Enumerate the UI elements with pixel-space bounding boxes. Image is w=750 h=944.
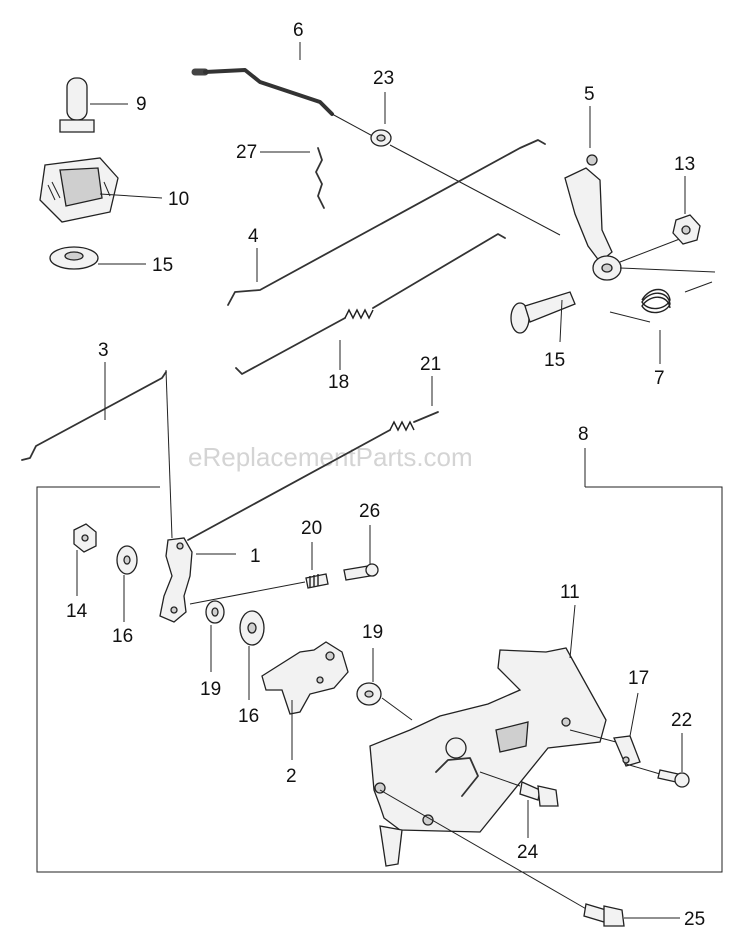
label-part-8: 8 [578, 424, 589, 445]
part-27-clip[interactable] [315, 147, 325, 209]
label-part-16-middle: 16 [238, 706, 259, 727]
label-part-11: 11 [560, 582, 580, 603]
part-18-spring-rod[interactable] [235, 233, 506, 375]
part-9-knob[interactable] [59, 77, 95, 133]
label-part-21: 21 [420, 354, 441, 375]
watermark-text: eReplacementParts.com [188, 442, 473, 472]
part-15-bolt[interactable] [510, 291, 576, 334]
label-part-1: 1 [250, 546, 261, 567]
guide-line-1-to-20 [189, 581, 306, 605]
label-part-22: 22 [671, 710, 692, 731]
part-23-washer[interactable] [370, 129, 392, 147]
label-part-7: 7 [654, 368, 665, 389]
part-15-washer[interactable] [49, 246, 99, 270]
part-14-nut[interactable] [73, 523, 97, 553]
part-19-washer-right[interactable] [356, 682, 382, 706]
guide-line-19-to-plate [381, 697, 413, 721]
label-part-2: 2 [286, 766, 297, 787]
label-part-19-right: 19 [362, 622, 383, 643]
label-part-5: 5 [584, 84, 595, 105]
part-7-spring[interactable] [609, 281, 713, 323]
label-part-6: 6 [293, 20, 304, 41]
label-part-18: 18 [328, 372, 349, 393]
label-part-27: 27 [236, 142, 257, 163]
part-5-bracket[interactable] [564, 154, 691, 281]
guide-line-3-to-1 [165, 369, 173, 539]
label-part-9: 9 [136, 94, 147, 115]
part-3-rod[interactable] [21, 371, 167, 461]
label-part-15-bolt: 15 [544, 350, 565, 371]
label-part-20: 20 [301, 518, 322, 539]
part-labels: 6 9 23 5 27 13 10 4 15 3 15 21 7 18 8 26… [66, 20, 705, 930]
label-part-4: 4 [248, 226, 259, 247]
label-part-17: 17 [628, 668, 649, 689]
part-10-control-base[interactable] [39, 157, 119, 223]
label-part-26: 26 [359, 501, 380, 522]
label-part-3: 3 [98, 340, 109, 361]
part-19-washer-left[interactable] [205, 600, 225, 624]
guide-line-right [619, 267, 716, 273]
part-6-lever-rod[interactable] [191, 68, 381, 141]
label-part-19-left: 19 [200, 679, 221, 700]
label-part-23: 23 [373, 68, 394, 89]
label-part-10: 10 [168, 189, 189, 210]
part-24-bolt[interactable] [479, 771, 559, 807]
label-part-13: 13 [674, 154, 695, 175]
part-2-lever[interactable] [261, 641, 349, 715]
assembly-frame [36, 486, 723, 873]
label-part-15-top: 15 [152, 255, 173, 276]
label-leaders [76, 42, 686, 919]
part-20-stud[interactable] [305, 573, 329, 589]
label-part-24: 24 [517, 842, 539, 863]
guide-line-upper [389, 144, 561, 236]
guide-line-plate-to-17 [569, 729, 617, 743]
part-1-lever[interactable] [159, 537, 193, 623]
part-16-washer-middle[interactable] [239, 610, 265, 646]
part-21-spring[interactable] [187, 411, 439, 541]
part-26-screw[interactable] [343, 563, 379, 581]
part-22-screw[interactable] [625, 763, 690, 788]
part-11-control-plate[interactable] [369, 647, 607, 867]
label-part-14: 14 [66, 601, 88, 622]
part-25-bolt[interactable] [379, 789, 625, 927]
part-17-clip[interactable] [613, 735, 641, 767]
part-16-washer-left[interactable] [116, 545, 138, 575]
part-4-rod[interactable] [227, 139, 546, 306]
part-13-nut[interactable] [672, 214, 701, 245]
label-part-16-left: 16 [112, 626, 133, 647]
label-part-25: 25 [684, 909, 705, 930]
